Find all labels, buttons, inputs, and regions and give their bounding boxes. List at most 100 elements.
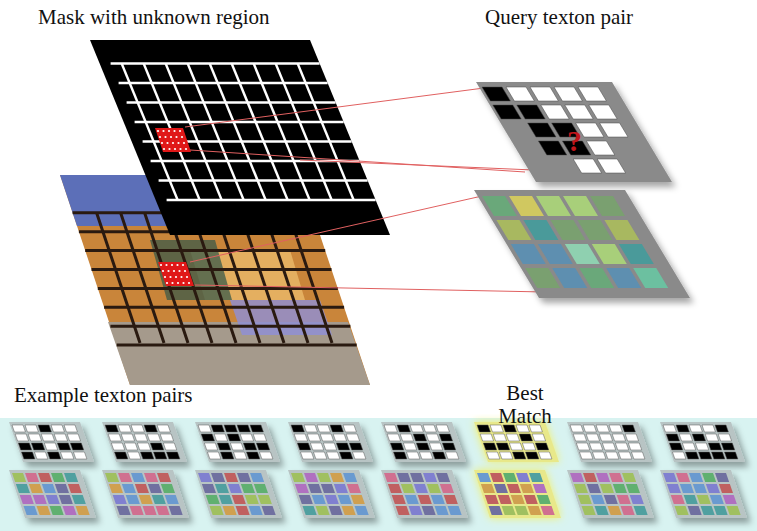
color-cell: [613, 484, 627, 493]
panel-title: Query texton pair: [485, 6, 633, 29]
mask-cell: [702, 425, 715, 432]
mask-cell: [517, 105, 545, 119]
mask-cell: [423, 425, 436, 432]
patch-dot: [164, 136, 166, 138]
mask-cell: [493, 434, 506, 441]
mask-cell: [676, 425, 689, 432]
color-cell: [16, 484, 30, 493]
mask-cell: [583, 425, 596, 432]
mask-cell: [51, 425, 64, 432]
color-cell: [502, 506, 516, 515]
mask-cell: [137, 443, 150, 450]
patch-dot: [167, 270, 169, 272]
mask-cell: [532, 434, 545, 441]
patch-dot: [169, 276, 171, 278]
patch-dot: [172, 142, 174, 144]
mask-cell: [682, 443, 695, 450]
mask-cell: [541, 105, 569, 119]
mask-cell: [25, 425, 38, 432]
color-cell: [117, 506, 131, 515]
patch-dot: [177, 282, 179, 284]
example-plate: [567, 470, 654, 518]
color-cell: [528, 506, 542, 515]
color-cell: [295, 484, 309, 493]
mask-cell: [44, 443, 57, 450]
color-cell: [12, 473, 26, 482]
color-cell: [494, 484, 508, 493]
mask-cell: [596, 425, 609, 432]
color-cell: [583, 473, 597, 482]
color-cell: [533, 484, 547, 493]
color-cell: [38, 473, 52, 482]
mask-cell: [410, 425, 423, 432]
mask-cell: [124, 443, 137, 450]
color-cell: [334, 484, 348, 493]
mask-cell: [131, 425, 144, 432]
color-cell: [676, 473, 690, 482]
mask-cell: [480, 434, 493, 441]
color-cell: [388, 484, 402, 493]
mask-cell: [666, 434, 679, 441]
mask-cell: [121, 434, 134, 441]
patch-dot: [170, 136, 172, 138]
color-cell: [63, 506, 77, 515]
mask-cell: [153, 452, 166, 459]
mask-cell: [240, 434, 253, 441]
unknown-patch: [155, 128, 191, 152]
color-cell: [64, 473, 78, 482]
mask-cell: [689, 425, 702, 432]
patch-dot: [178, 270, 180, 272]
mask-cell: [692, 434, 705, 441]
mask-cell: [506, 87, 534, 101]
mask-cell: [698, 452, 711, 459]
mask-cell: [599, 434, 612, 441]
color-cell: [219, 495, 233, 504]
color-cell: [118, 473, 132, 482]
mask-cell: [695, 443, 708, 450]
mask-cell: [38, 425, 51, 432]
mask-cell: [406, 452, 419, 459]
color-cell: [710, 495, 724, 504]
patch-dot: [171, 282, 173, 284]
mask-cell: [160, 434, 173, 441]
mask-cell: [147, 434, 160, 441]
mask-cell: [499, 452, 512, 459]
color-cell: [723, 495, 737, 504]
patch-dot: [175, 136, 177, 138]
example-plate: [195, 422, 280, 462]
mask-cell: [445, 452, 458, 459]
mask-cell: [313, 452, 326, 459]
color-cell: [622, 473, 636, 482]
patch-dot: [160, 264, 162, 266]
patch-dot: [166, 282, 168, 284]
example-plate: [381, 422, 466, 462]
color-cell: [621, 506, 635, 515]
patch-dot: [168, 148, 170, 150]
mask-cell: [586, 434, 599, 441]
mask-cell: [250, 425, 263, 432]
mask-cell: [589, 105, 617, 119]
color-cell: [299, 495, 313, 504]
mask-cell: [297, 443, 310, 450]
color-cell: [308, 484, 322, 493]
patch-dot: [185, 148, 187, 150]
mask-cell: [304, 425, 317, 432]
mask-cell: [586, 141, 614, 155]
example-plate: [567, 422, 652, 462]
best-match-label: Best Match: [490, 382, 560, 428]
mask-cell: [618, 452, 631, 459]
patch-dot: [183, 142, 185, 144]
color-cell: [42, 484, 56, 493]
color-cell: [24, 506, 38, 515]
color-cell: [481, 484, 495, 493]
color-cell: [325, 495, 339, 504]
color-cell: [524, 495, 538, 504]
color-cell: [169, 506, 183, 515]
color-cell: [529, 473, 543, 482]
mask-cell: [214, 434, 227, 441]
color-cell: [224, 473, 238, 482]
color-cell: [489, 506, 503, 515]
mask-cell: [157, 425, 170, 432]
color-cell: [490, 473, 504, 482]
mask-cell: [224, 425, 237, 432]
